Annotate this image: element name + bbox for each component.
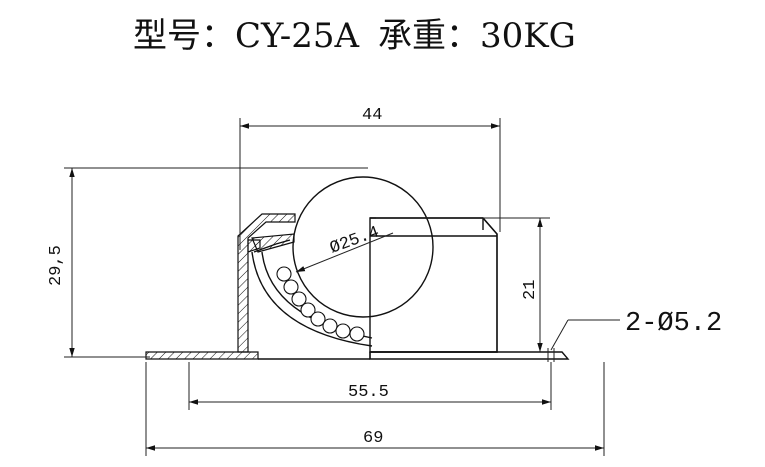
base-plate [145, 351, 570, 360]
dim-44: 44 [239, 106, 501, 250]
model-label: 型号：CY-25A [133, 16, 359, 56]
hole-callout: 2-Ø5.2 [547, 309, 722, 362]
dim-69-label: 69 [363, 429, 383, 448]
dim-21-label: 21 [521, 280, 540, 300]
load-label: 承重：30KG [378, 16, 576, 56]
dim-29-5-label: 29,5 [47, 245, 66, 286]
ball-diameter-label: Ø25.4 [328, 223, 382, 258]
dim-55-5: 55.5 [188, 362, 552, 410]
dim-29-5: 29,5 [47, 167, 368, 358]
dim-21: 21 [376, 217, 550, 352]
dim-44-label: 44 [362, 106, 382, 125]
holes-label: 2-Ø5.2 [625, 309, 722, 339]
dim-55-5-label: 55.5 [348, 383, 389, 402]
right-housing [369, 217, 498, 353]
main-ball [292, 176, 434, 318]
bearing-balls [276, 266, 365, 342]
dim-69: 69 [145, 362, 605, 456]
